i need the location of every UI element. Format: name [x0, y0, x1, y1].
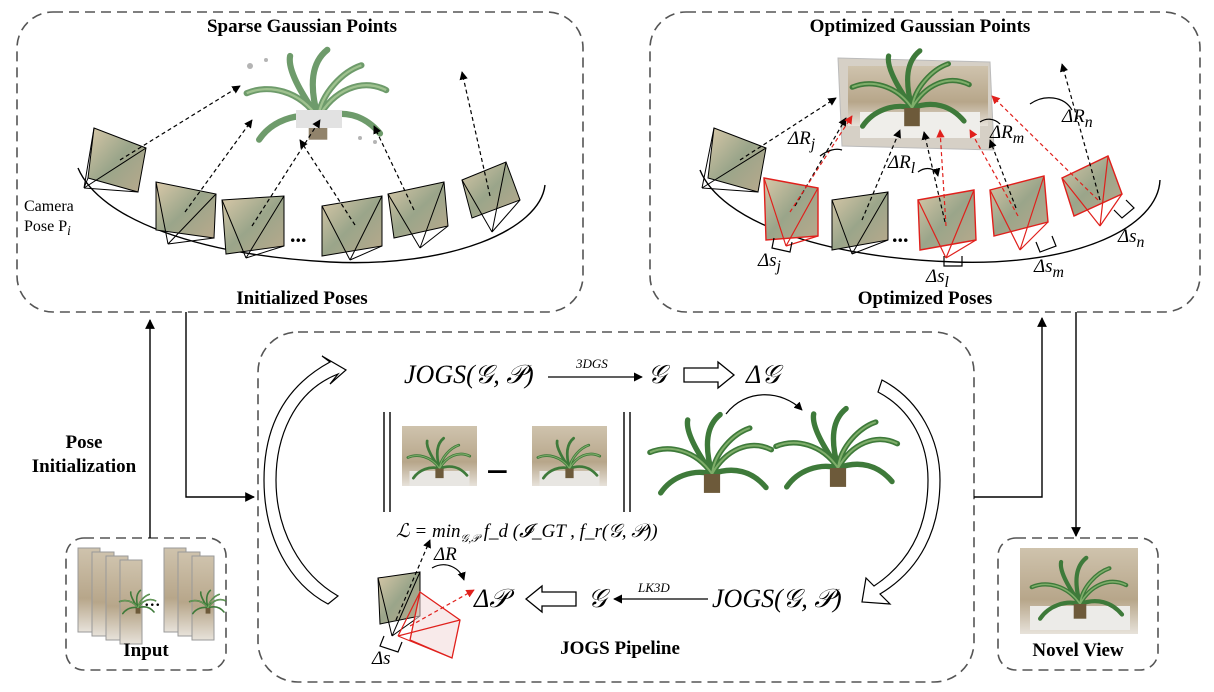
panel-borders [16, 11, 1201, 683]
delta-r-j: ΔRj [788, 128, 816, 153]
pipeline-delta-r: ΔR [434, 544, 457, 565]
sparse-panel-title: Sparse Gaussian Points [206, 16, 398, 37]
camera-frustum-left-4 [321, 195, 383, 261]
hollow-arrow-bottom [524, 584, 577, 614]
camera-label-line1: Camera [24, 198, 74, 215]
camera-frustum-right-black-2 [831, 191, 889, 255]
camera-label-text: Pose P [24, 218, 68, 235]
delta-s-n: Δsn [1118, 226, 1145, 251]
ellipsis-left: ... [290, 222, 307, 247]
camera-frustum-left-3 [221, 195, 285, 259]
optimized-panel-content [699, 51, 1161, 267]
input-images [77, 547, 227, 645]
delta-r-l: ΔRl [888, 152, 916, 177]
optimized-panel-title: Optimized Gaussian Points [809, 16, 1031, 37]
delta-s-m: Δsm [1034, 256, 1064, 281]
arrow-poses-to-pipeline [185, 312, 255, 502]
pipeline-title: JOGS Pipeline [560, 638, 680, 659]
ellipsis-right: ... [892, 222, 909, 247]
camera-frustum-left-1 [83, 127, 147, 193]
optimized-rays-red [789, 95, 1099, 227]
camera-trajectory-arc-right [699, 169, 1161, 263]
hollow-arrow-top [683, 360, 736, 390]
arrow-3dgs-label: 3DGS [576, 356, 608, 371]
input-panel-border [65, 537, 227, 671]
camera-trajectory-arc-left [77, 167, 546, 264]
flow-arrows [145, 312, 1081, 538]
gaussians-update-arc [725, 394, 803, 415]
eq-bottom-left: Δ𝒫 [474, 584, 509, 613]
camera-frustum-right-red-m [989, 175, 1049, 251]
rotation-arcs [819, 97, 1073, 177]
pose-init-label-line1: Pose [65, 432, 103, 453]
delta-r-m: ΔRm [990, 122, 1025, 147]
eq-top-left: JOGS(𝒢, 𝒫) [404, 360, 534, 389]
eq-top-right: Δ𝒢 [746, 360, 780, 389]
novel-view-title: Novel View [1032, 640, 1124, 661]
sparse-panel-content [77, 50, 546, 264]
camera-frustum-left-2 [155, 181, 217, 245]
camera-frustum-left-6 [461, 161, 521, 233]
novel-view-image [1020, 548, 1138, 634]
camera-label-line2: Pose Pi [24, 218, 71, 239]
delta-s-j: Δsj [758, 250, 781, 275]
minus-sign: − [486, 449, 509, 494]
sparse-plant-cloud [247, 50, 387, 144]
camera-frustum-right-red-j [763, 177, 819, 247]
camera-frustum-right-black-1 [701, 127, 767, 193]
camera-label-sub: i [67, 223, 71, 239]
eq-bottom-right: JOGS(𝒢, 𝒫) [712, 584, 842, 613]
camera-frustum-right-red-n [1061, 155, 1123, 227]
camera-frustum-left-5 [387, 181, 449, 249]
cycle-arrow-left [263, 355, 348, 605]
arrow-lk3d-label: LK3D [638, 580, 670, 595]
optimized-panel-border [649, 11, 1201, 313]
sparse-panel-border [16, 11, 584, 313]
rendered-image [532, 426, 607, 486]
pose-update-frusta [377, 539, 475, 659]
optimized-rays-black [739, 63, 1101, 223]
camera-frustum-right-red-l [917, 189, 977, 259]
ellipsis-input: ... [144, 586, 161, 611]
eq-top-mid: 𝒢 [648, 360, 667, 389]
optimized-poses-label: Optimized Poses [857, 288, 993, 309]
eq-bottom-mid: 𝒢 [588, 584, 607, 613]
delta-s-l: Δsl [926, 266, 949, 291]
gaussians-before [650, 415, 772, 493]
input-title: Input [123, 640, 169, 661]
arrow-pipeline-to-optimized [974, 317, 1047, 498]
translation-ticks [771, 199, 1135, 267]
optimized-scene-photo [837, 51, 995, 151]
initialized-poses-label: Initialized Poses [236, 288, 368, 309]
norm-bars [383, 412, 631, 512]
pipeline-panel-border [257, 331, 975, 683]
gaussians-after [776, 409, 898, 487]
pipeline-delta-s: Δs [372, 648, 391, 669]
loss-equation: ℒ = min𝒢,𝒫 f_d (𝓘_GT , f_r(𝒢, 𝒫)) [396, 521, 658, 545]
pipeline-graphics [263, 355, 941, 659]
gt-image [402, 426, 477, 486]
delta-r-n: ΔRn [1062, 106, 1093, 131]
novel-view-panel-border [997, 537, 1159, 671]
pose-init-label-line2: Initialization [31, 456, 137, 477]
cycle-arrow-right [861, 379, 941, 605]
sparse-rays [119, 71, 491, 227]
